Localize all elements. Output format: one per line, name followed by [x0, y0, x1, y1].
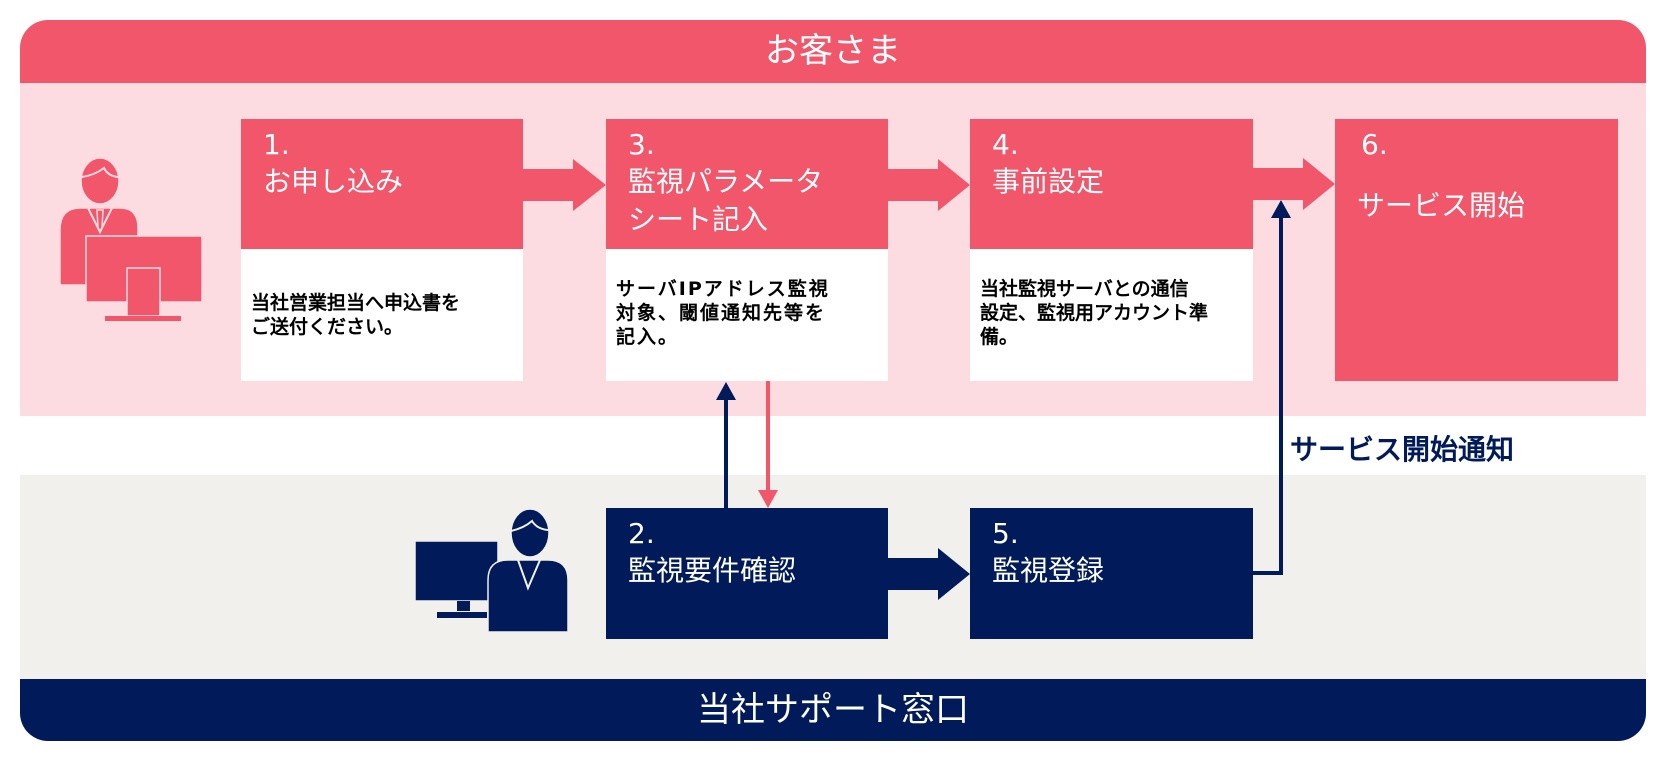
step-2: 2. 監視要件確認	[606, 508, 888, 639]
arrow-step3-to-step2	[758, 381, 778, 508]
step-3-description: サーバIPアドレス監視 対象、閾値通知先等を 記入。	[606, 249, 888, 381]
arrow-step1-to-step3	[523, 159, 606, 211]
step-number: 1.	[263, 128, 290, 161]
operator-at-pc-icon	[414, 508, 569, 633]
step-4-description: 当社監視サーバとの通信 設定、監視用アカウント準 備。	[970, 249, 1253, 381]
arrow-step4-to-step6	[1253, 158, 1335, 210]
arrow-step2-to-step3	[716, 382, 736, 508]
service-start-notice-label: サービス開始通知	[1290, 433, 1515, 466]
step-number: 4.	[992, 128, 1019, 161]
step-title: 監視登録	[992, 554, 1105, 587]
step-4: 4. 事前設定	[970, 119, 1253, 249]
step-1-description: 当社営業担当へ申込書を ご送付ください。	[241, 249, 523, 381]
step-title: 事前設定	[992, 165, 1105, 198]
step-6: 6. サービス開始	[1335, 119, 1618, 381]
step-number: 2.	[628, 517, 655, 550]
customer-lane-header: お客さま	[20, 20, 1646, 83]
customer-at-pc-icon	[59, 157, 203, 321]
step-title: サービス開始	[1357, 189, 1526, 222]
arrow-step2-to-step5	[888, 548, 970, 600]
step-number: 6.	[1361, 128, 1388, 161]
step-title: お申し込み	[263, 165, 404, 198]
step-title: 監視パラメータ シート記入	[628, 165, 824, 236]
step-title: 監視要件確認	[628, 554, 797, 587]
support-lane-header: 当社サポート窓口	[20, 679, 1646, 741]
step-number: 5.	[992, 517, 1019, 550]
arrow-step5-to-step6	[1253, 200, 1291, 575]
step-number: 3.	[628, 128, 655, 161]
arrow-step3-to-step4	[888, 159, 970, 211]
step-5: 5. 監視登録	[970, 508, 1253, 639]
step-1: 1. お申し込み	[241, 119, 523, 249]
step-3: 3. 監視パラメータ シート記入	[606, 119, 888, 249]
